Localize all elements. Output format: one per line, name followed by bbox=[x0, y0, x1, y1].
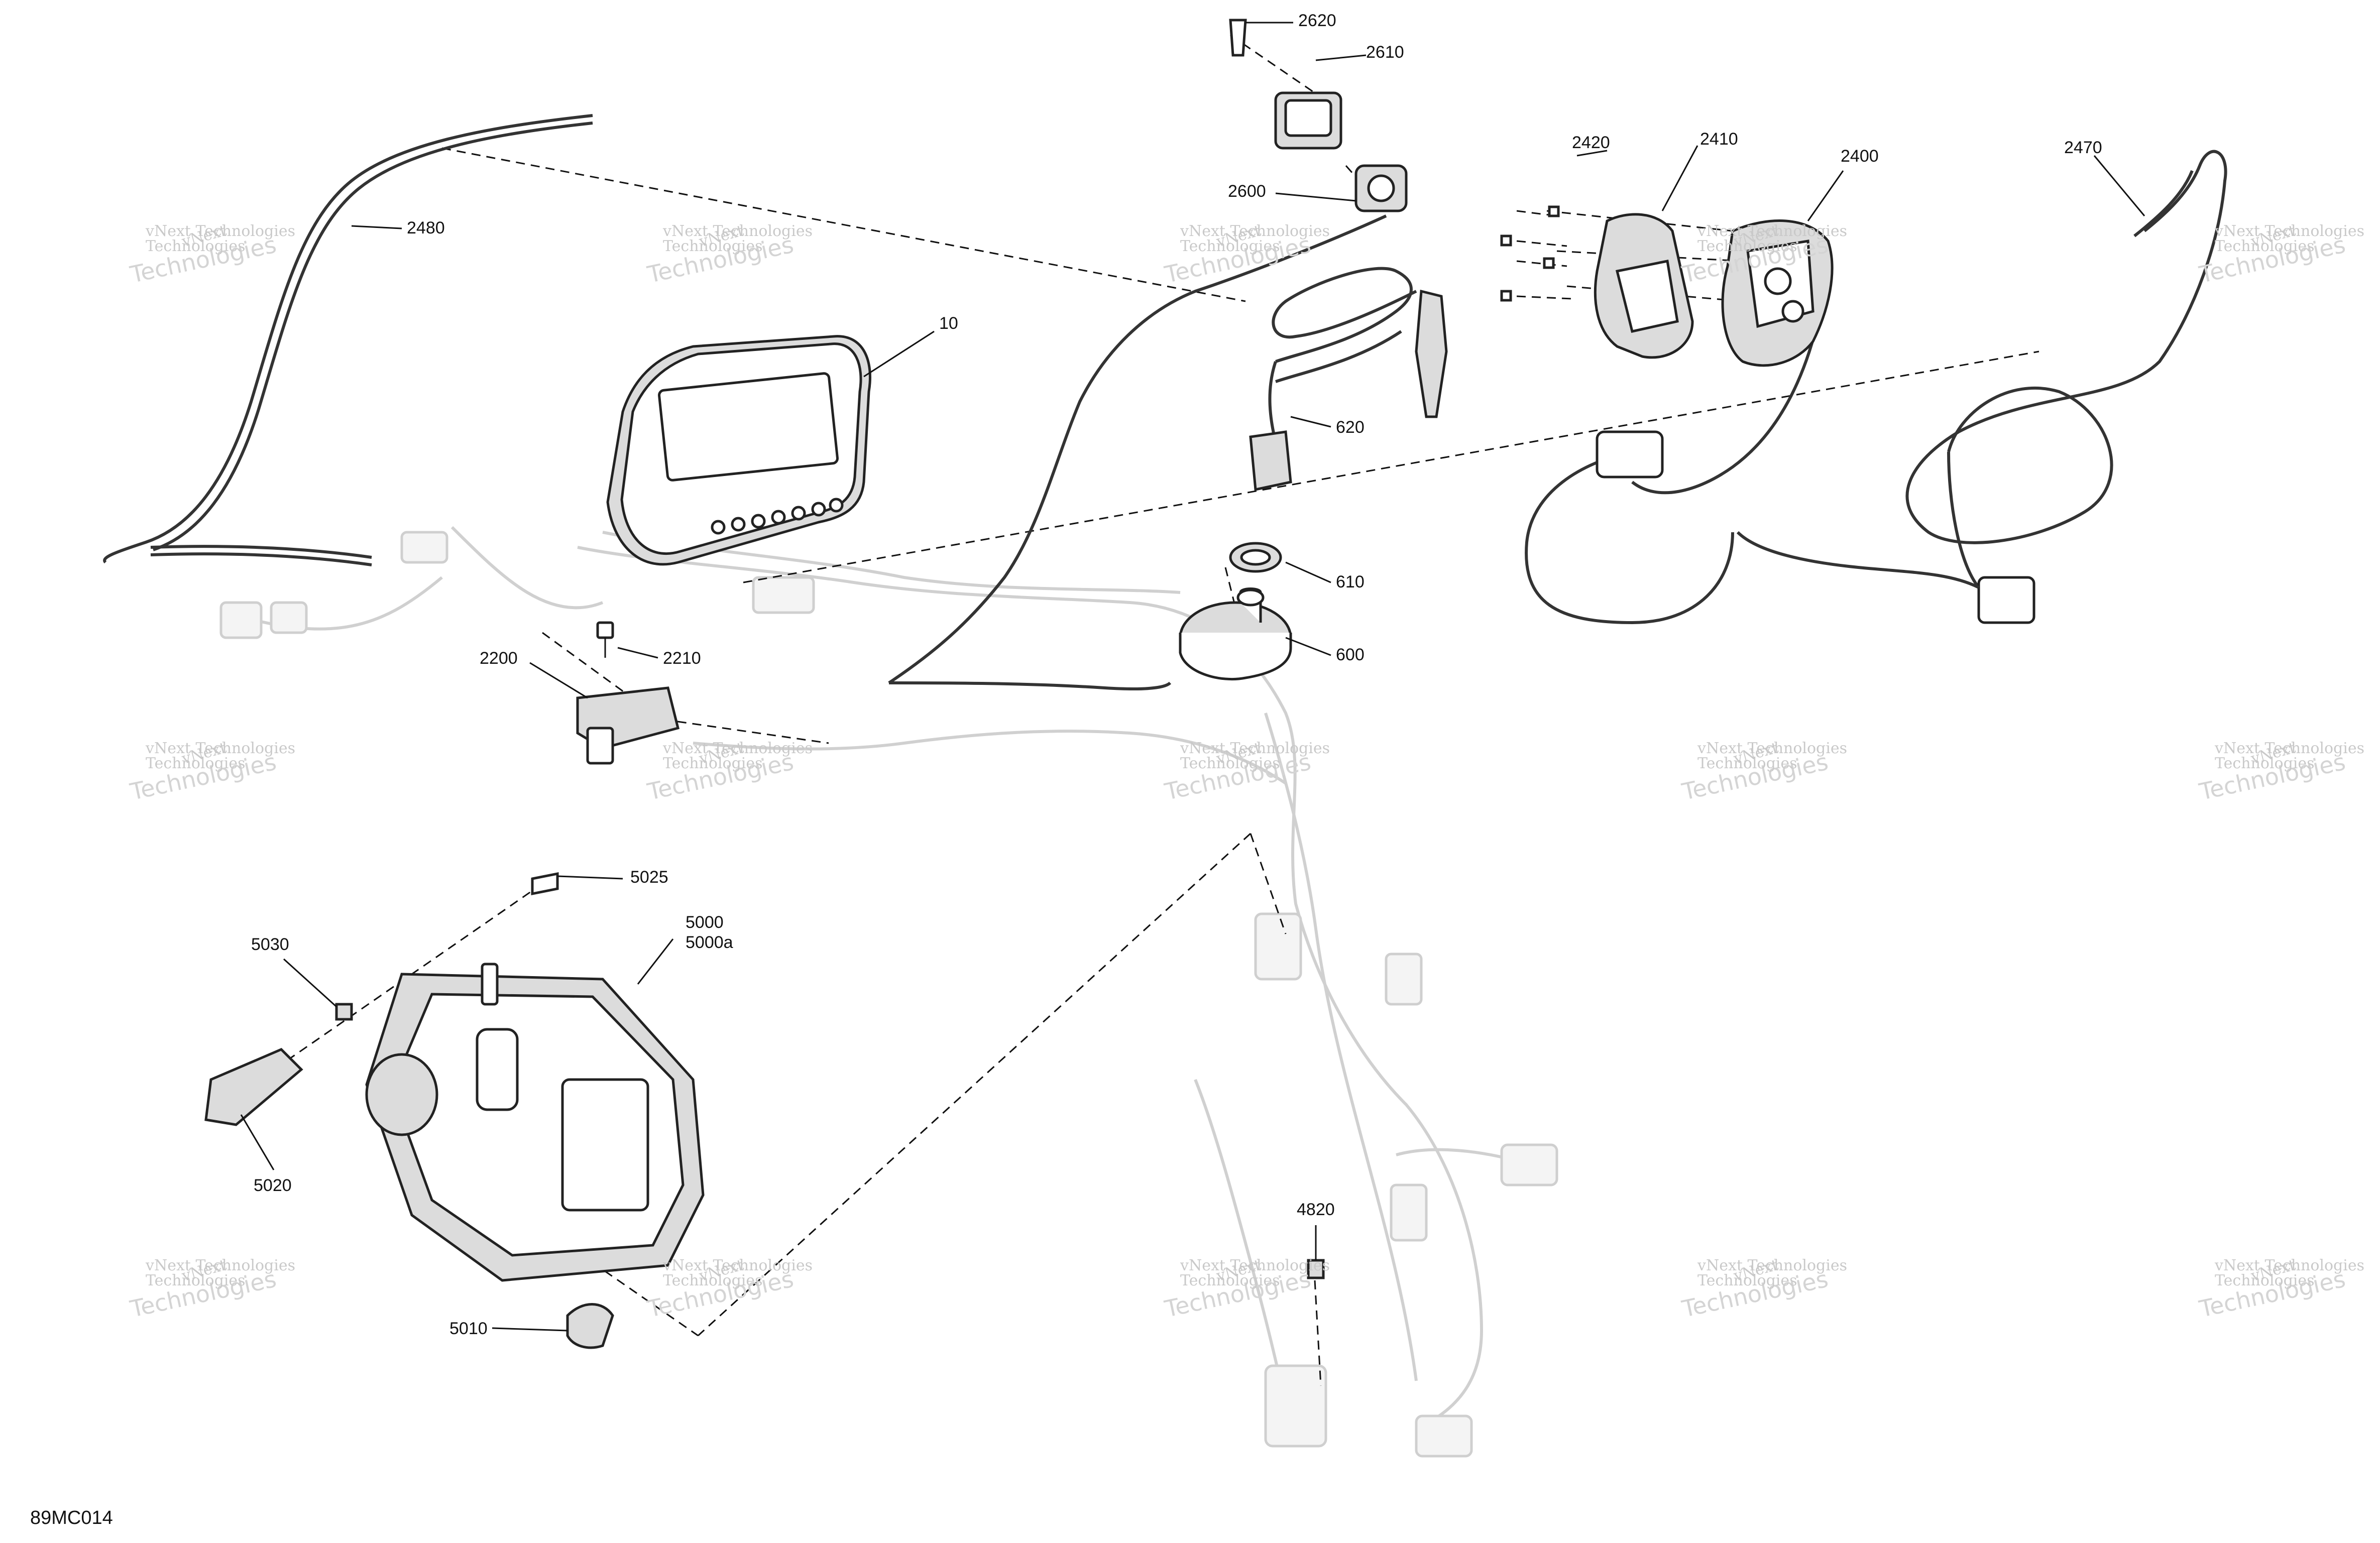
bolt-5025 bbox=[531, 872, 559, 896]
callout-2470: 2470 bbox=[2064, 138, 2102, 157]
watermark-text: Technologies bbox=[1697, 238, 1797, 255]
watermark-text: vNext Technologies bbox=[1697, 1257, 1847, 1274]
callout-2610: 2610 bbox=[1366, 43, 1404, 62]
watermark-text: Technologies bbox=[1697, 1272, 1797, 1289]
watermark-text: Technologies bbox=[146, 1272, 246, 1289]
watermark-text: Technologies bbox=[663, 755, 763, 772]
sensor-2200 bbox=[576, 621, 680, 765]
ghost-harness bbox=[219, 526, 1558, 1458]
callout-610: 610 bbox=[1336, 572, 1365, 591]
callout-5020: 5020 bbox=[254, 1176, 292, 1195]
diagram-code: 89MC014 bbox=[30, 1507, 113, 1528]
callout-2480: 2480 bbox=[407, 218, 445, 238]
screws-2420 bbox=[1500, 205, 1560, 302]
watermark-text: vNext Technologies bbox=[2214, 222, 2364, 240]
callout-5000: 5000 bbox=[686, 913, 724, 932]
watermark-text: vNext Technologies bbox=[145, 222, 295, 240]
bracket-5020 bbox=[204, 1048, 303, 1126]
watermark-text: vNext Technologies bbox=[1180, 222, 1330, 240]
watermark-text: Technologies bbox=[2215, 755, 2315, 772]
watermark-text: Technologies bbox=[1180, 755, 1280, 772]
watermark-text: vNext Technologies bbox=[1697, 222, 1847, 240]
callout-2410: 2410 bbox=[1700, 130, 1738, 149]
display-10 bbox=[606, 335, 871, 566]
watermark-text: vNext Technologies bbox=[2214, 1257, 2364, 1274]
callout-5030: 5030 bbox=[251, 935, 289, 954]
watermark-text: vNext Technologies bbox=[1697, 740, 1847, 757]
callout-4820: 4820 bbox=[1297, 1200, 1335, 1219]
callout-labels: 2620 2610 2600 2420 2410 2400 2470 2480 … bbox=[251, 11, 2102, 1338]
callout-5025: 5025 bbox=[630, 868, 668, 887]
lanyard-620 bbox=[1249, 267, 1448, 492]
module-2610 bbox=[1229, 19, 1408, 212]
watermark-text: Technologies bbox=[1697, 755, 1797, 772]
nut-5030 bbox=[335, 1003, 353, 1021]
watermark-text: Technologies bbox=[2215, 238, 2315, 255]
watermark-text: vNext Technologies bbox=[2214, 740, 2364, 757]
callout-5000a: 5000a bbox=[686, 933, 733, 952]
watermark-text: vNext Technologies bbox=[662, 222, 813, 240]
housing-2410 bbox=[1594, 213, 1694, 359]
callout-2400: 2400 bbox=[1841, 147, 1879, 166]
leader-lines bbox=[240, 22, 2145, 1332]
ecu-5000 bbox=[365, 963, 705, 1282]
ring-610 bbox=[1229, 542, 1282, 573]
callout-10: 10 bbox=[939, 314, 958, 333]
watermark-text: vNext Technologies bbox=[662, 1257, 813, 1274]
watermark-text: vNext Technologies bbox=[1180, 740, 1330, 757]
callout-2600: 2600 bbox=[1228, 182, 1266, 201]
tube-2480 bbox=[103, 114, 593, 566]
watermark-text: Technologies bbox=[663, 1272, 763, 1289]
clip-5010 bbox=[566, 1303, 614, 1349]
watermark-text: Technologies bbox=[146, 755, 246, 772]
callout-2210: 2210 bbox=[663, 649, 701, 668]
switch-600 bbox=[1179, 587, 1292, 681]
housing-2400 bbox=[1721, 219, 1834, 367]
callout-2200: 2200 bbox=[480, 649, 518, 668]
watermark-text: Technologies bbox=[1180, 238, 1280, 255]
callout-2420: 2420 bbox=[1572, 133, 1610, 152]
callout-620: 620 bbox=[1336, 418, 1365, 437]
callout-5010: 5010 bbox=[449, 1319, 488, 1338]
watermark-text: Technologies bbox=[1180, 1272, 1280, 1289]
watermark-text: vNext Technologies bbox=[145, 1257, 295, 1274]
watermark-text: Technologies bbox=[2215, 1272, 2315, 1289]
watermark-text: Technologies bbox=[663, 238, 763, 255]
display-buttons bbox=[711, 498, 844, 535]
watermark-text: Technologies bbox=[146, 238, 246, 255]
watermark-text: vNext Technologies bbox=[1180, 1257, 1330, 1274]
watermark-text: vNext Technologies bbox=[145, 740, 295, 757]
callout-2620: 2620 bbox=[1298, 11, 1336, 30]
callout-600: 600 bbox=[1336, 645, 1365, 664]
watermark-text: vNext Technologies bbox=[662, 740, 813, 757]
cable-2600 bbox=[888, 214, 1387, 690]
